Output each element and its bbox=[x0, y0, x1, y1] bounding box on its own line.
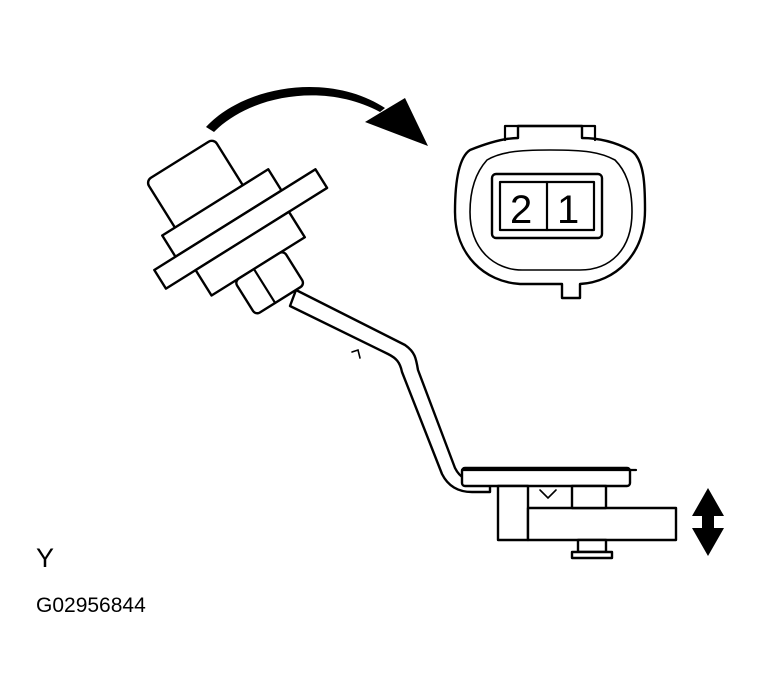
pin-1-label: 1 bbox=[557, 188, 579, 232]
figure-code: G02956844 bbox=[36, 594, 146, 617]
rotation-arrow-icon bbox=[206, 87, 428, 146]
fuel-sender-assembly bbox=[146, 139, 678, 560]
pin-2-label: 2 bbox=[510, 188, 532, 232]
view-label: Y bbox=[36, 543, 55, 573]
up-down-arrow-icon bbox=[692, 488, 724, 556]
connector-face: 2 1 bbox=[453, 124, 647, 300]
